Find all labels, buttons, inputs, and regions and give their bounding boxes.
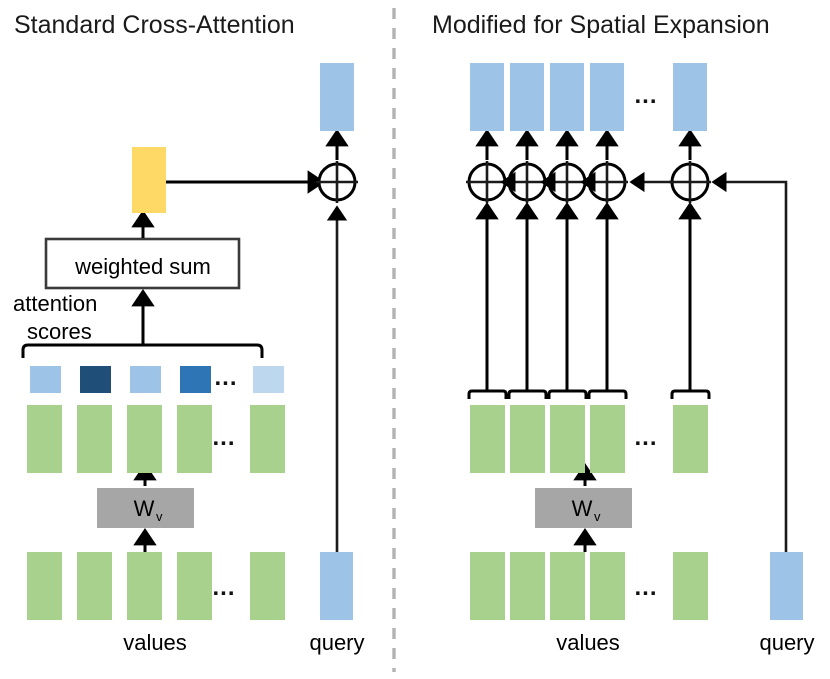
- per-token-braces-modified: [467, 201, 711, 399]
- output-tokens-modified: [470, 63, 707, 131]
- values-label-standard: values: [123, 630, 187, 655]
- output-token: [590, 63, 624, 131]
- brace-icon: [587, 389, 628, 399]
- wv-label: W: [134, 496, 155, 521]
- output-token-standard: [320, 63, 354, 131]
- value-tokens-projected-modified: [470, 405, 708, 473]
- attention-score-cell: [180, 366, 211, 393]
- value-token: [673, 552, 708, 620]
- value-token: [590, 552, 625, 620]
- wv-projection-box: [97, 488, 194, 528]
- weighted-sum-box: [44, 237, 241, 290]
- attention-score-cell: [30, 366, 61, 393]
- projected-value-token: [250, 405, 285, 473]
- wv-projection-box-modified: [535, 488, 632, 528]
- query-residual-path: [711, 171, 788, 552]
- value-token: [550, 552, 585, 620]
- value-token: [470, 552, 505, 620]
- attention-scores-label-line1: attention: [13, 291, 97, 316]
- value-token: [177, 552, 212, 620]
- ellipsis-values-bottom-standard: ...: [212, 574, 235, 601]
- output-token: [470, 63, 504, 131]
- value-token: [127, 552, 162, 620]
- query-label-modified: query: [759, 630, 814, 655]
- value-tokens-bottom-standard: [27, 552, 285, 620]
- ellipsis-values-projected-standard: ...: [212, 424, 235, 451]
- brace-icon: [467, 389, 508, 399]
- weighted-sum-label: weighted sum: [74, 254, 211, 279]
- circled-plus-icon[interactable]: [466, 161, 508, 203]
- query-token-modified: [770, 552, 803, 620]
- wv-label-modified: W: [572, 496, 593, 521]
- weighted-sum-output-block: [132, 147, 166, 213]
- projected-value-token: [673, 405, 708, 473]
- attention-score-cell: [130, 366, 161, 393]
- ellipsis-outputs-modified: ...: [634, 82, 657, 109]
- brace-icon: [507, 389, 548, 399]
- attention-score-cell: [80, 366, 111, 393]
- output-token: [673, 63, 707, 131]
- ellipsis-values-projected-modified: ...: [634, 424, 657, 451]
- projected-value-token: [127, 405, 162, 473]
- value-token: [250, 552, 285, 620]
- value-tokens-bottom-modified: [470, 552, 708, 620]
- projected-value-token: [510, 405, 545, 473]
- query-token-standard: [320, 552, 353, 620]
- circled-plus-icon[interactable]: [669, 161, 711, 203]
- attention-score-cell: [253, 366, 284, 393]
- value-token: [510, 552, 545, 620]
- brace-icon: [547, 389, 588, 399]
- attention-scores-label-line2: scores: [27, 319, 92, 344]
- output-token: [510, 63, 544, 131]
- circled-plus-icon: [316, 161, 358, 203]
- value-tokens-projected-standard: [27, 405, 285, 473]
- values-label-modified: values: [556, 630, 620, 655]
- brace-icon: [21, 343, 264, 358]
- wv-subscript-modified: v: [594, 509, 601, 524]
- value-token: [27, 552, 62, 620]
- output-token: [550, 63, 584, 131]
- query-label-standard: query: [309, 630, 364, 655]
- projected-value-token: [27, 405, 62, 473]
- attention-score-row: [30, 366, 284, 393]
- projected-value-token: [177, 405, 212, 473]
- panel-title-standard: Standard Cross-Attention: [14, 11, 295, 39]
- ellipsis-attention-scores: ...: [214, 364, 237, 391]
- projected-value-token: [550, 405, 585, 473]
- panel-title-modified: Modified for Spatial Expansion: [432, 11, 770, 39]
- brace-icon: [670, 389, 711, 399]
- wv-subscript: v: [156, 509, 163, 524]
- ellipsis-values-bottom-modified: ...: [634, 574, 657, 601]
- projected-value-token: [470, 405, 505, 473]
- output-risers-modified: [475, 128, 702, 160]
- projected-value-token: [590, 405, 625, 473]
- projected-value-token: [77, 405, 112, 473]
- value-token: [77, 552, 112, 620]
